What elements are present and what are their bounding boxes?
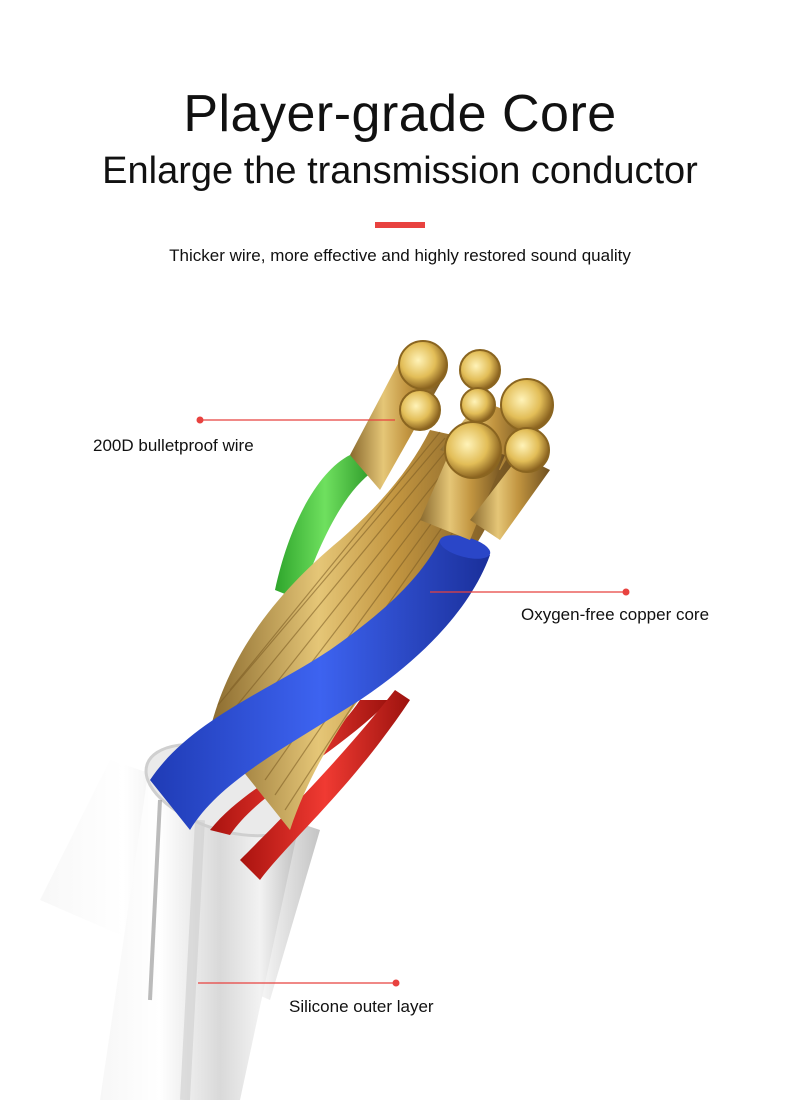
page-subtitle: Enlarge the transmission conductor xyxy=(102,150,698,192)
accent-divider xyxy=(375,222,425,228)
green-wire xyxy=(275,455,375,600)
callout-label-silicone-layer: Silicone outer layer xyxy=(289,997,434,1016)
callout-label-bulletproof-wire: 200D bulletproof wire xyxy=(93,436,254,455)
blue-wire xyxy=(150,540,490,830)
callout-line-3 xyxy=(198,979,400,987)
strand-tips xyxy=(350,340,554,540)
callout-line-2 xyxy=(430,588,630,596)
silicone-sleeve xyxy=(40,742,320,1100)
callout-line-1 xyxy=(196,416,395,424)
callout-label-copper-core: Oxygen-free copper core xyxy=(521,605,710,624)
page-title: Player-grade Core xyxy=(183,85,617,143)
tagline: Thicker wire, more effective and highly … xyxy=(169,246,631,265)
